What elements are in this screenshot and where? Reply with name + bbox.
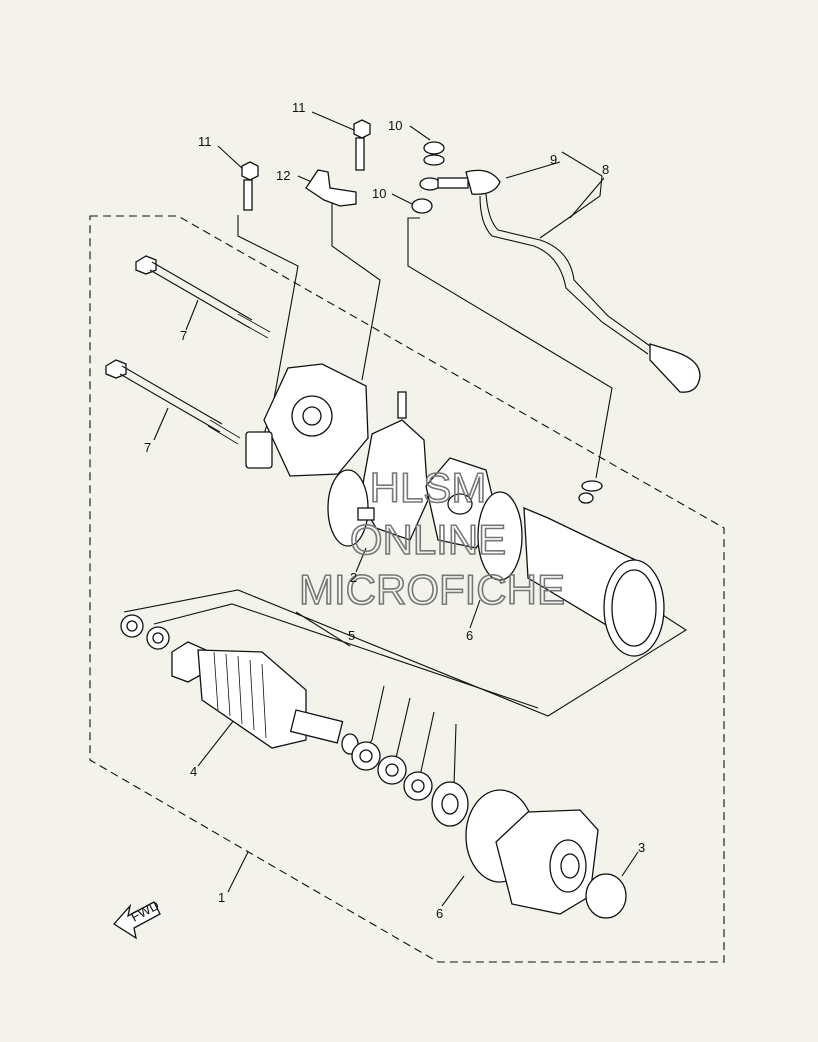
starter-lead-wire: [419, 169, 701, 393]
washer-right-3: [403, 771, 433, 801]
bolt-right: [353, 119, 371, 171]
label-part-6-upper: 6: [466, 628, 473, 643]
washer-left-1: [120, 614, 144, 638]
label-part-10-lower: 10: [372, 186, 386, 201]
assembly-outline: [89, 215, 725, 963]
label-part-11-left: 11: [198, 134, 212, 149]
label-part-2: 2: [350, 570, 357, 585]
label-part-8: 8: [602, 162, 609, 177]
o-ring-3: [585, 873, 627, 919]
yoke: [477, 480, 665, 657]
label-part-10-upper: 10: [388, 118, 402, 133]
label-part-1: 1: [218, 890, 225, 905]
label-part-4: 4: [190, 764, 197, 779]
label-part-9: 9: [550, 152, 557, 167]
watermark-line2: ONLINE: [350, 516, 506, 563]
watermark-line3: MICROFICHE: [299, 566, 565, 613]
washer-left-2: [146, 626, 170, 650]
washer-right-1: [351, 741, 381, 771]
front-cover: [245, 363, 369, 477]
armature: [171, 641, 359, 755]
label-part-3: 3: [638, 840, 645, 855]
through-bolt-upper: [135, 255, 271, 339]
nut-lower: [411, 198, 433, 214]
watermark: HLSM ONLINE MICROFICHE: [298, 463, 566, 614]
label-part-6-lower: 6: [436, 906, 443, 921]
through-bolt-lower: [105, 359, 241, 445]
bolt-left: [241, 161, 259, 211]
rear-cover: [495, 809, 599, 915]
label-part-12: 12: [276, 168, 290, 183]
nut-upper: [423, 141, 445, 166]
label-part-7-lower: 7: [144, 440, 151, 455]
fwd-arrow-icon: FWD: [113, 898, 162, 940]
lead-clip: [305, 169, 357, 207]
label-part-11-right: 11: [292, 100, 306, 115]
label-part-7-upper: 7: [180, 328, 187, 343]
watermark-line1: HLSM: [370, 464, 487, 511]
lock-washer: [431, 781, 469, 827]
part-labels: 1 2 3 4 5 6 6 7 7 8 9 10 10 11 11 12: [144, 100, 645, 921]
label-part-5: 5: [348, 628, 355, 643]
washer-right-2: [377, 755, 407, 785]
